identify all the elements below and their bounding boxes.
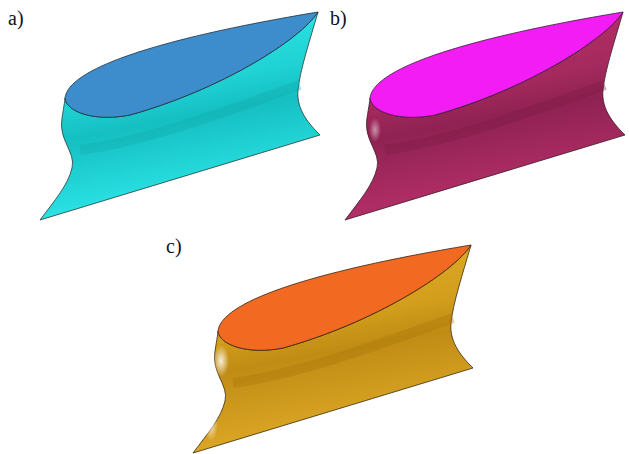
subfigure-label: c) bbox=[166, 236, 182, 256]
hull-c bbox=[193, 245, 473, 453]
subfigure-label: a) bbox=[8, 8, 24, 28]
subfigure-label: b) bbox=[330, 8, 347, 28]
hull-b bbox=[345, 12, 625, 220]
hull-a bbox=[40, 12, 320, 220]
